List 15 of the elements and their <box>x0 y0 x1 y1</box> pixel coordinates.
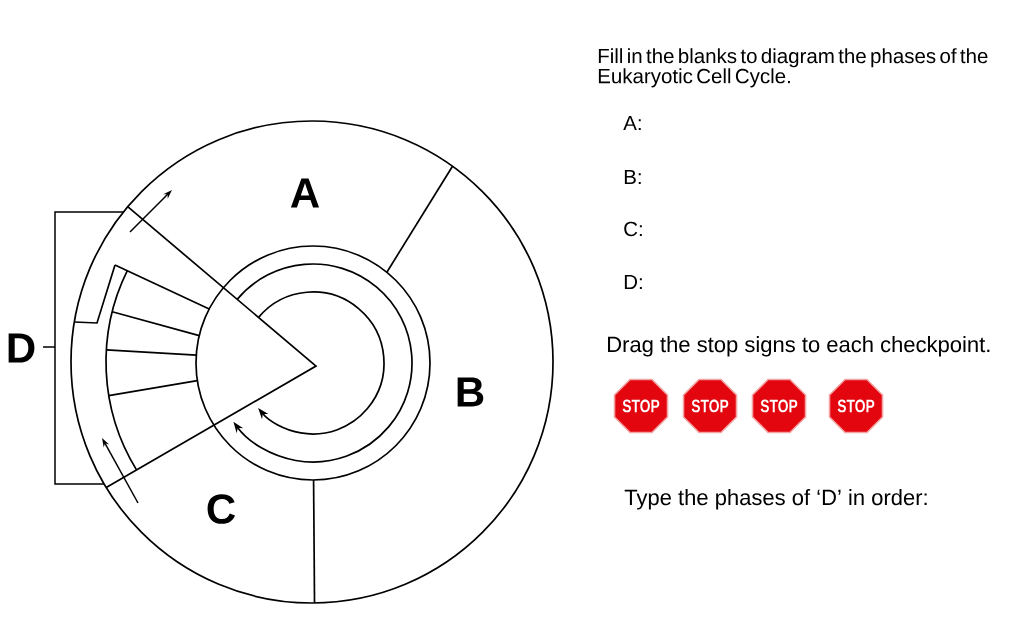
answer-prompt: A: <box>623 115 641 130</box>
phase-letter: A <box>290 178 320 208</box>
stop-sign: STOP <box>613 378 669 434</box>
instruction-text: Type the phases of ‘D’ in order: <box>624 489 927 510</box>
answer-prompt: B: <box>624 169 641 184</box>
stop-sign: STOP <box>828 378 884 434</box>
phase-letter: B <box>457 377 484 407</box>
instruction-text: Drag the stop signs to each checkpoint. <box>608 336 990 357</box>
phase-letter: D <box>8 333 35 363</box>
instruction-text: Fill in the blanks to diagram the phases of the Eukaryotic Cell Cycle. <box>598 48 988 88</box>
answer-prompt: C: <box>624 221 642 237</box>
stop-sign: STOP <box>751 378 807 434</box>
answer-prompt: D: <box>624 274 642 289</box>
stop-sign: STOP <box>682 378 738 434</box>
phase-letter: C <box>207 494 236 524</box>
